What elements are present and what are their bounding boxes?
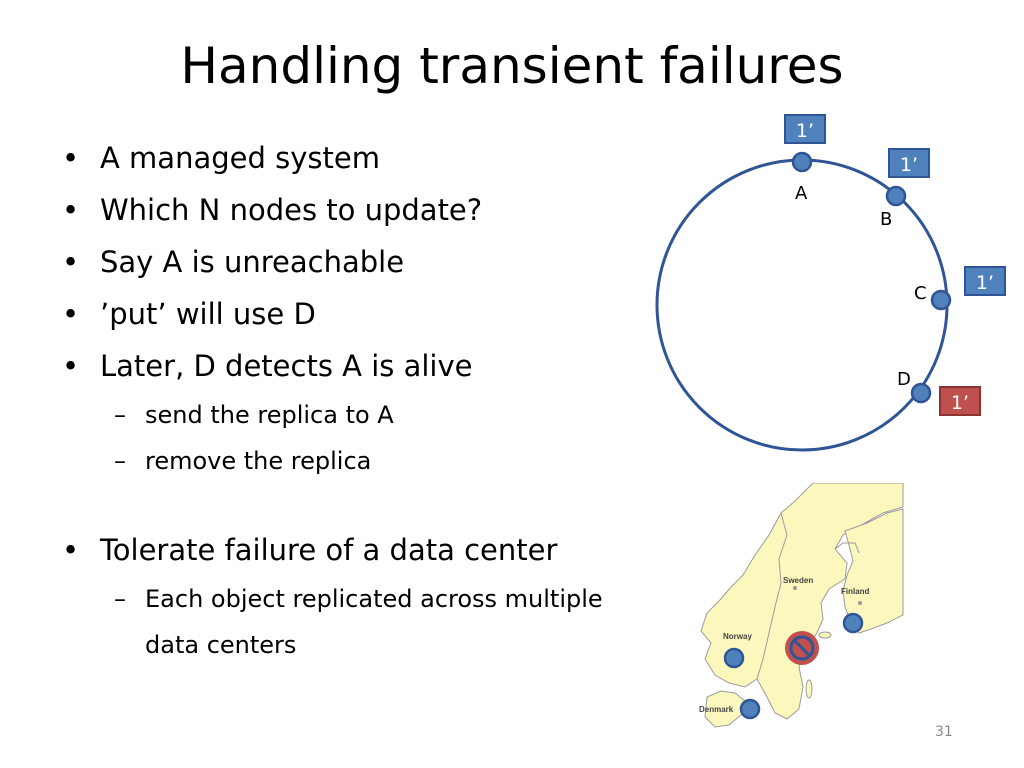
map-label-finland: Finland (841, 587, 870, 596)
replica-tag-c: 1’ (964, 266, 1006, 296)
scandinavia-map: Sweden Finland Norway Denmark (695, 483, 904, 731)
ring-node-a (791, 151, 813, 173)
ring-node-b (885, 185, 907, 207)
map-island (805, 679, 813, 699)
bullet-item: A managed system (60, 140, 603, 192)
border-norway-sweden (756, 512, 788, 680)
node-label-a: A (795, 183, 808, 204)
map-land-finland (842, 508, 904, 634)
bullet-item: ’put’ will use D (60, 296, 603, 348)
map-label-norway: Norway (723, 632, 752, 641)
bullet-spacer (60, 492, 603, 532)
city-dot (858, 601, 862, 605)
ring-node-c (930, 289, 952, 311)
map-land-denmark (704, 690, 746, 728)
map-label-denmark: Denmark (699, 705, 734, 714)
node-label-c: C (914, 283, 927, 304)
replica-tag-d-hinted: 1’ (939, 386, 981, 416)
bullet-item: Say A is unreachable (60, 244, 603, 296)
sub-bullet-item: send the replica to A (60, 400, 603, 446)
bullet-list: A managed system Which N nodes to update… (60, 140, 603, 676)
hash-ring-diagram (655, 151, 952, 452)
border-sweden-finland (834, 542, 860, 554)
map-land-scandinavia (700, 483, 904, 720)
data-center-finland (842, 612, 864, 634)
sub-bullet-item: remove the replica (60, 446, 603, 492)
replica-tag-b: 1’ (888, 148, 930, 178)
ring-node-d (910, 382, 932, 404)
map-island (818, 631, 832, 639)
city-dot (793, 586, 797, 590)
no-entry-icon (785, 631, 819, 665)
bullet-item: Later, D detects A is alive (60, 348, 603, 400)
bullet-item: Which N nodes to update? (60, 192, 603, 244)
data-center-denmark (739, 698, 761, 720)
sub-bullet-continuation: data centers (145, 631, 297, 659)
node-label-d: D (897, 369, 911, 390)
replica-tag-a: 1’ (784, 114, 826, 144)
bullet-item: Tolerate failure of a data center (60, 532, 603, 584)
page-number: 31 (935, 724, 953, 740)
node-label-b: B (880, 209, 893, 230)
sub-bullet-item: Each object replicated across multiple (60, 584, 603, 630)
data-center-norway (723, 647, 745, 669)
slide-title: Handling transient failures (180, 37, 844, 95)
map-label-sweden: Sweden (783, 576, 813, 585)
